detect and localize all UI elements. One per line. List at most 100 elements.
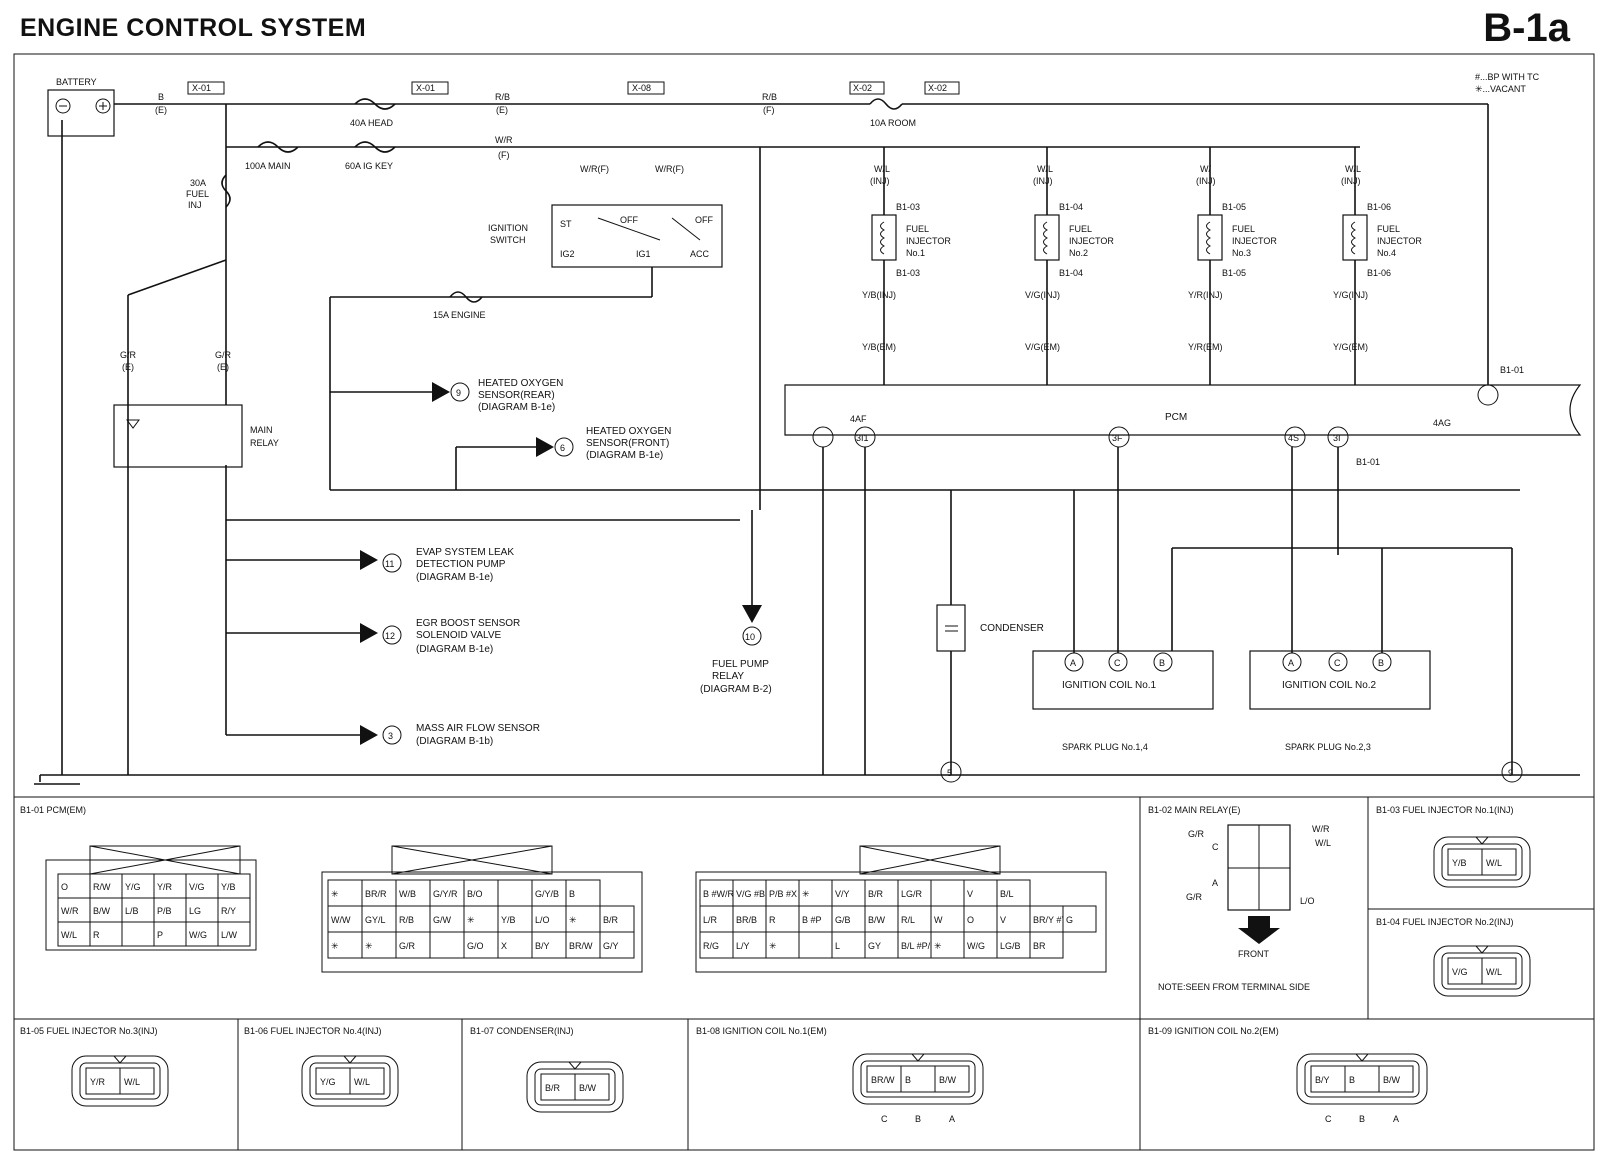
pcm-b4-cell-label: L/R [703, 915, 718, 925]
pcm-b2-cell [217, 921, 251, 947]
ref-heated-oxygen-rear[interactable]: 9 HEATED OXYGEN SENSOR(REAR) (DIAGRAM B-… [330, 378, 563, 413]
b108-latch-icon [911, 1053, 925, 1062]
coil-icon [1206, 221, 1212, 255]
main-relay[interactable]: MAIN RELAY G/R(E) G/R(E) [113, 350, 279, 468]
pcm-b4-cell-label: G [1066, 915, 1073, 925]
pcm-b4-cell-label: ✳ [769, 941, 777, 951]
ref-maf-sensor[interactable]: 3 MASS AIR FLOW SENSOR (DIAGRAM B-1b) [360, 723, 540, 747]
pcm-b4-cell [765, 879, 800, 907]
svg-text:B: B [1378, 658, 1384, 668]
wire-label: Y/B(INJ) [862, 290, 896, 300]
pcm-b2-cell [185, 921, 219, 947]
b108-cell-label: B/W [939, 1075, 957, 1085]
b106-cell [349, 1067, 385, 1095]
condenser[interactable]: CONDENSER 5 [936, 490, 1044, 783]
fuse-15a: 15A ENGINE [433, 291, 486, 320]
b107-cell-label: B/W [579, 1083, 597, 1093]
pcm-b3-cell-label: W/B [399, 889, 416, 899]
injector-label: FUEL [1232, 224, 1255, 234]
diagram-code: B-1a [1483, 6, 1570, 50]
pcm-b4-cell-label: L [835, 941, 840, 951]
pcm-b4-cell [1029, 905, 1064, 933]
pcm-b4-cell-label: GY [868, 941, 881, 951]
pcm-b4-cell [765, 905, 800, 933]
diode-icon [126, 419, 140, 429]
pcm-b4-cell-label: R [769, 915, 776, 925]
ignition-coil-1[interactable]: IGNITION COIL No.1 A C B SPARK PLUG No.1… [1032, 650, 1214, 752]
svg-text:ST: ST [560, 219, 572, 229]
b105-housing [71, 1055, 169, 1107]
svg-text:5: 5 [947, 768, 952, 778]
coil-icon [880, 221, 886, 255]
pcm-b4-cell [798, 931, 833, 959]
b103-cell [1447, 848, 1483, 876]
pcm-b4-cell [897, 879, 932, 907]
pcm-b4-cell [897, 905, 932, 933]
pcm-b3-cell [395, 931, 431, 959]
injector-label: No.3 [1232, 248, 1251, 258]
wire-label: Y/B(EM) [862, 342, 896, 352]
svg-text:FUEL PUMP: FUEL PUMP [712, 659, 769, 670]
pcm-b3-cell [565, 879, 601, 907]
pcm-b2-cell-label: R [93, 930, 100, 940]
pcm-b3-cell-label: BR/R [365, 889, 387, 899]
pcm-b3-cell-label: BR/W [569, 941, 593, 951]
pcm-b2-cell-label: R/W [93, 882, 111, 892]
ref-fuel-pump-relay[interactable]: 10 FUEL PUMP RELAY (DIAGRAM B-2) [700, 510, 772, 695]
relay-note: NOTE:SEEN FROM TERMINAL SIDE [1158, 982, 1310, 992]
b106-cell-label: Y/G [320, 1077, 336, 1087]
pcm-b4-cell-label: BR/Y #Y [1033, 915, 1067, 925]
svg-text:SENSOR(REAR): SENSOR(REAR) [478, 390, 555, 401]
injector-label: INJECTOR [906, 236, 951, 246]
main-relay-connector: G/R C W/R W/L A G/R L/O FRONT NOTE:SEEN … [1158, 824, 1331, 992]
pcm-connector-block-3 [321, 845, 643, 973]
pcm-b3-cell-label: G/Y/R [433, 889, 458, 899]
b108-pin-letter: C [881, 1114, 888, 1124]
pcm-b4-cell-label: LG/R [901, 889, 923, 899]
pcm-b4-cell [831, 905, 866, 933]
b109-pin-letter: C [1325, 1114, 1332, 1124]
battery-positive-icon [95, 98, 111, 114]
b105-cell-label: W/L [124, 1077, 140, 1087]
pcm-b4-cell [930, 931, 965, 959]
pcm-b4-cell-label: B/R [868, 889, 884, 899]
pcm-b3-cell-label: G/R [399, 941, 416, 951]
relay-pin-c: C [1212, 842, 1219, 852]
b108-cell [866, 1065, 902, 1093]
ref-egr-solenoid[interactable]: 12 EGR BOOST SENSOR SOLENOID VALVE (DIAG… [360, 618, 520, 655]
b103-housing [1433, 836, 1531, 888]
pcm-b2-cell [153, 897, 187, 923]
pcm-b3-cell [531, 905, 567, 933]
pcm-b3-cell [599, 905, 635, 933]
svg-text:ACC: ACC [690, 249, 710, 259]
injector-label: FUEL [1069, 224, 1092, 234]
pcm-b2-cell-label: R/Y [221, 906, 236, 916]
svg-text:15A ENGINE: 15A ENGINE [433, 310, 486, 320]
svg-text:(E): (E) [217, 362, 229, 372]
ref-heated-oxygen-front[interactable]: 6 HEATED OXYGEN SENSOR(FRONT) (DIAGRAM B… [455, 426, 671, 490]
pcm-b4-cell-label: G/B [835, 915, 851, 925]
pcm-b2-cell-label: W/G [189, 930, 207, 940]
panel-title-b104: B1-04 FUEL INJECTOR No.2(INJ) [1376, 917, 1514, 927]
ignition-coil-2[interactable]: IGNITION COIL No.2 A C B SPARK PLUG No.2… [1249, 650, 1431, 752]
pcm-b4-cell-label: O [967, 915, 974, 925]
svg-text:4S: 4S [1288, 433, 1299, 443]
pcm-b3-cell-label: ✳ [467, 915, 475, 925]
pcm-b4-cell [996, 905, 1031, 933]
svg-text:C: C [1114, 658, 1121, 668]
injector-connector: B1-05 [1222, 202, 1246, 212]
ref-evap-pump[interactable]: 11 EVAP SYSTEM LEAK DETECTION PUMP (DIAG… [360, 547, 514, 583]
svg-text:R/B: R/B [762, 92, 777, 102]
b104-housing [1433, 945, 1531, 997]
front-arrow-icon [1238, 916, 1280, 944]
relay-pin-lo: L/O [1300, 896, 1315, 906]
pcm-b3-cell-label: B/Y [535, 941, 550, 951]
pcm-b4-cell [765, 931, 800, 959]
pcm-b4-cell-label: R/G [703, 941, 719, 951]
pcm-b3-cell-label: ✳ [331, 889, 339, 899]
fuse-100a: 100A MAIN [245, 141, 299, 171]
pcm[interactable]: PCM 4AG 4AF 3I1 3F 4S 3I B1-01 B1-01 [784, 365, 1582, 467]
svg-text:A: A [1288, 658, 1294, 668]
b108-housing [852, 1053, 984, 1105]
